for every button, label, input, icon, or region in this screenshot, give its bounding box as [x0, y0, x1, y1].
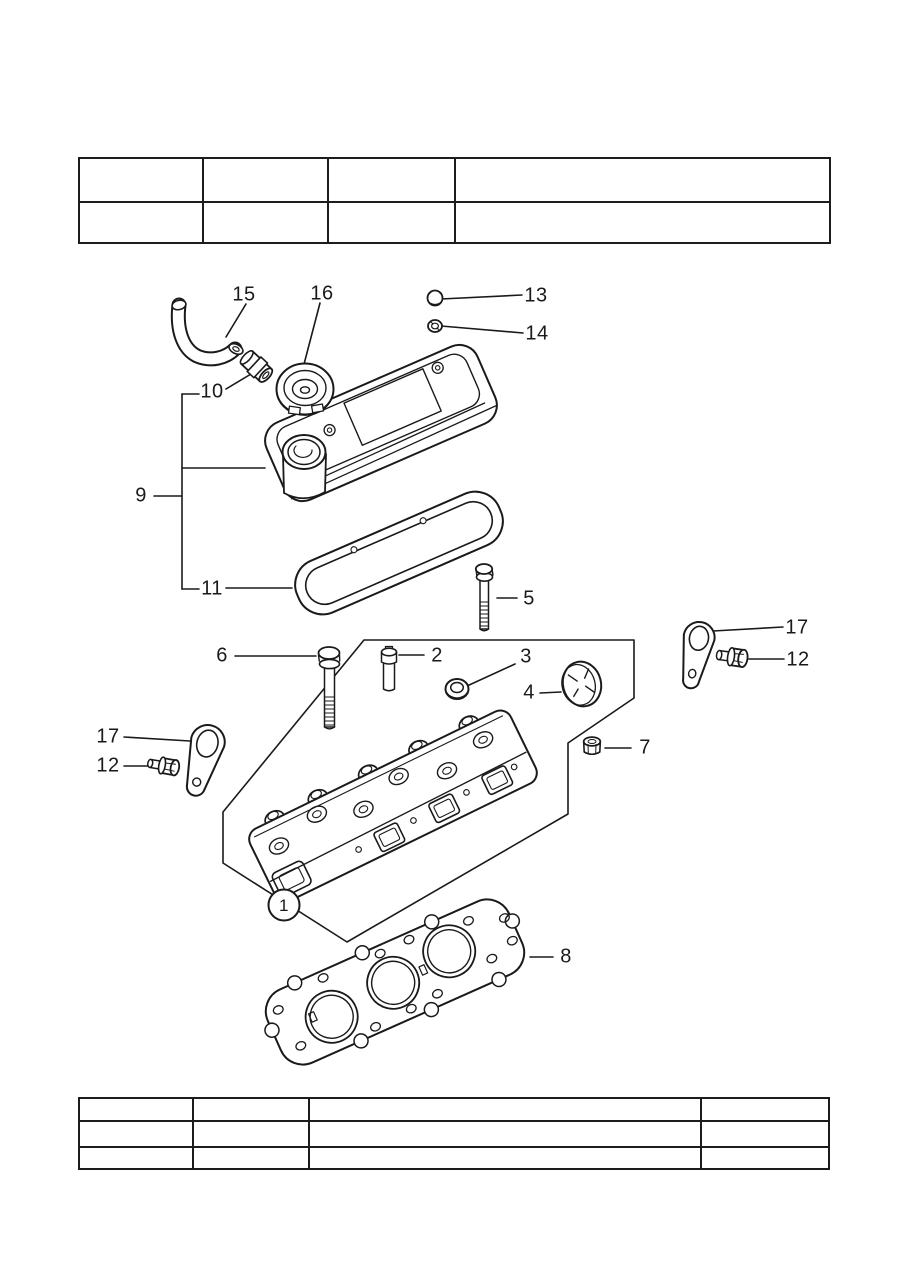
callout-7: 7 — [639, 736, 651, 759]
bolt-6 — [317, 646, 341, 730]
table-cell — [80, 159, 204, 203]
bolt-12-right — [715, 646, 749, 668]
detail-boundary-outline — [222, 639, 635, 943]
leader-lines — [123, 294, 785, 958]
rocker-cover-9 — [264, 343, 498, 503]
callout-1-circle — [267, 888, 301, 922]
table-cell — [80, 203, 204, 242]
table-cell — [194, 1122, 310, 1148]
callout-1: 1 — [279, 896, 289, 915]
table-cell — [310, 1148, 702, 1168]
callout-3: 3 — [520, 645, 532, 668]
callout-17-right: 17 — [785, 616, 809, 639]
cylinder-bores — [304, 924, 477, 1044]
cover-gasket-11 — [294, 490, 504, 616]
bolt-12-left — [147, 756, 181, 777]
table-cell — [80, 1122, 194, 1148]
head-gasket-8 — [264, 898, 526, 1066]
table-cell — [194, 1148, 310, 1168]
gasket-edge-bumps — [264, 913, 521, 1049]
hanger-plate-17-left — [185, 724, 226, 797]
table-cell — [329, 203, 456, 242]
callout-8: 8 — [560, 945, 572, 968]
valve-pockets — [268, 731, 494, 855]
intake-opening — [271, 860, 312, 898]
table-cell — [204, 159, 329, 203]
callout-5: 5 — [523, 587, 535, 610]
valve-guide-2 — [380, 645, 398, 692]
callout-12-right: 12 — [786, 648, 810, 671]
callout-15: 15 — [232, 283, 256, 306]
hanger-plate-17-right — [682, 621, 716, 690]
table-cell — [204, 203, 329, 242]
callout-2: 2 — [431, 644, 443, 667]
table-cell — [310, 1122, 702, 1148]
callout-14: 14 — [525, 322, 549, 345]
table-cell — [329, 159, 456, 203]
callout-16: 16 — [310, 282, 334, 305]
callout-11: 11 — [201, 577, 223, 600]
table-cell — [194, 1099, 310, 1122]
seal-3 — [444, 678, 470, 700]
callout-4: 4 — [523, 681, 535, 704]
table-cell — [702, 1122, 828, 1148]
cylinder-head-1 — [248, 709, 538, 903]
head-small-holes — [355, 763, 518, 853]
callout-17-left: 17 — [96, 725, 120, 748]
washer-14 — [427, 319, 443, 333]
exhaust-ports — [373, 765, 514, 853]
callout-6: 6 — [216, 644, 228, 667]
table-cell — [456, 159, 829, 203]
callout-10: 10 — [200, 380, 224, 403]
cap-nut-13 — [426, 289, 444, 307]
plug-7 — [582, 736, 602, 756]
callout-13: 13 — [524, 284, 548, 307]
table-cell — [702, 1099, 828, 1122]
parts-table-top — [78, 157, 831, 244]
table-cell — [80, 1099, 194, 1122]
bolt-5 — [474, 563, 494, 632]
oil-filler-cap-16 — [275, 362, 335, 416]
table-cell — [80, 1148, 194, 1168]
callout-9: 9 — [135, 484, 147, 507]
parts-table-bottom — [78, 1097, 830, 1170]
cup-plug-4 — [561, 660, 603, 708]
callout-12-left: 12 — [96, 754, 120, 777]
gasket-holes — [272, 913, 518, 1051]
breather-hose-15 — [170, 297, 244, 367]
hose-fitting-10 — [239, 350, 274, 383]
oil-filler-neck — [281, 434, 327, 500]
table-cell — [310, 1099, 702, 1122]
